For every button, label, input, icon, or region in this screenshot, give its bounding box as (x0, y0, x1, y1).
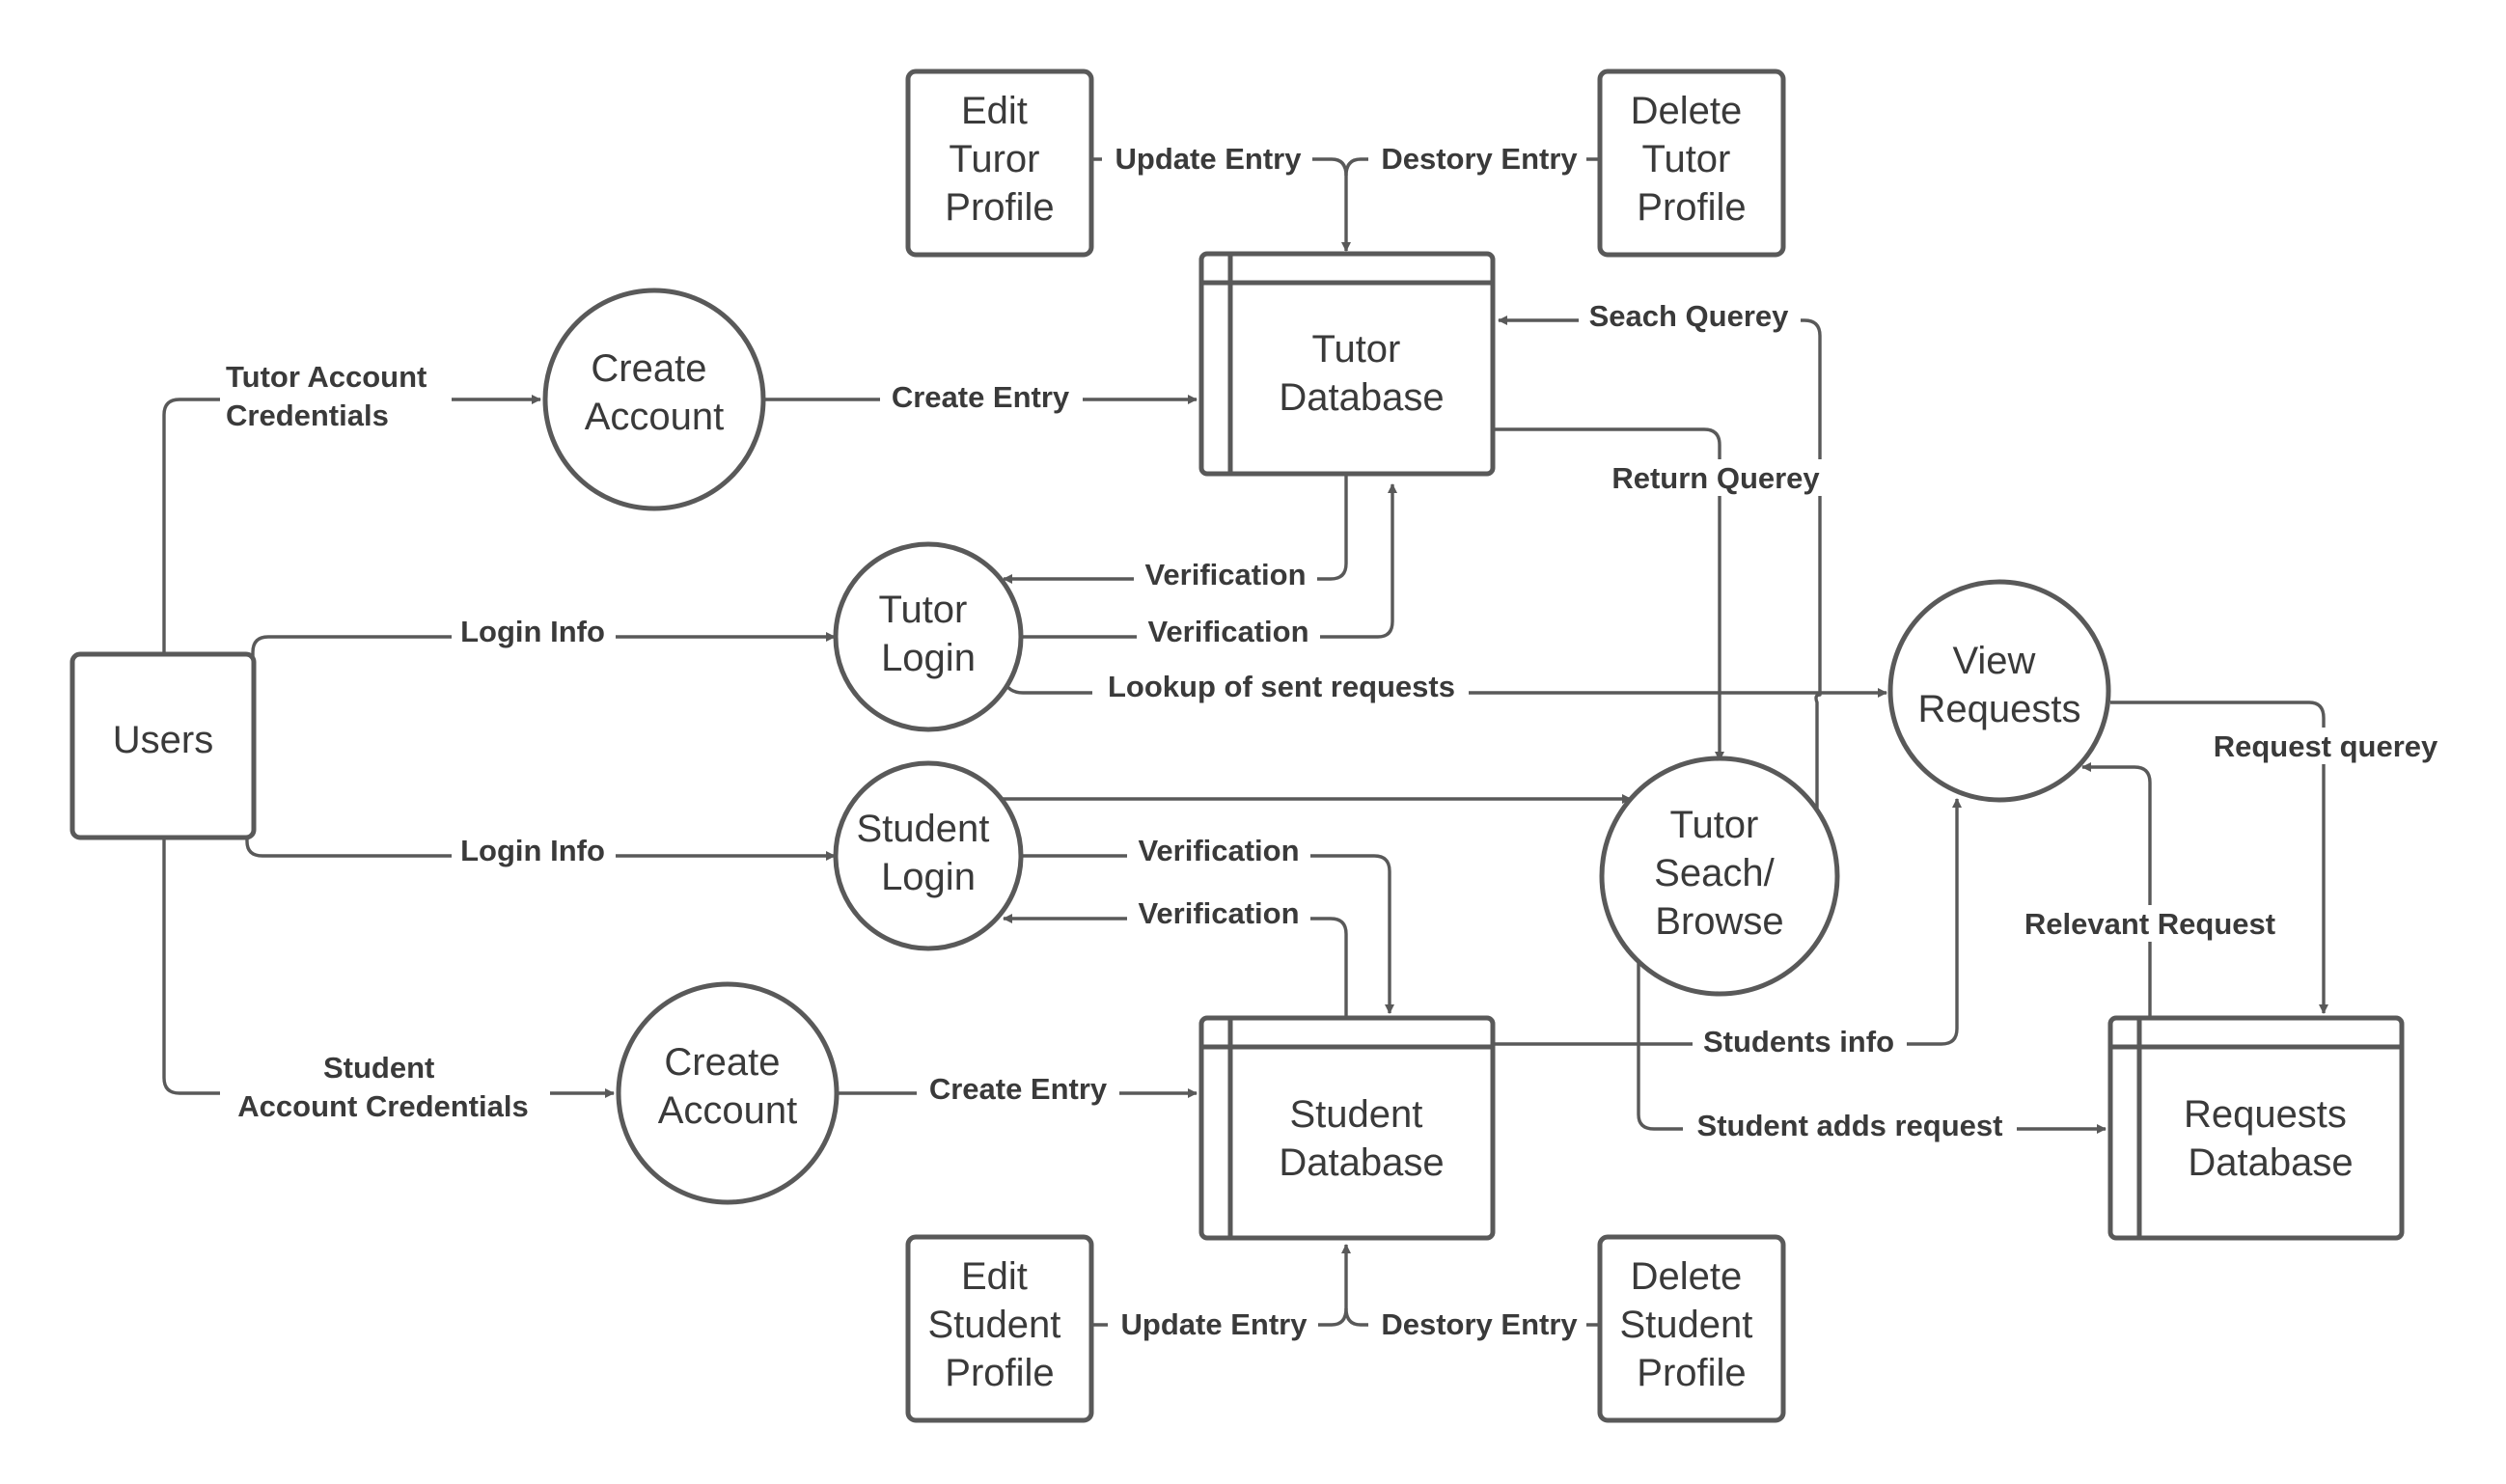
tutor-search-process: Tutor Seach/ Browse (1599, 756, 1840, 997)
create-account-tutor-process: Create Account (542, 288, 766, 511)
label-return-query: Return Querey (1611, 461, 1820, 495)
edge-students-info (1493, 798, 1962, 1046)
delete-student-profile-entity: Delete Student Profile (1597, 1234, 1786, 1423)
edge-request-query (2110, 701, 2328, 1014)
nodes: Users Create Account Create Account Tuto… (69, 69, 2405, 1423)
edge-verification-student-in (1021, 854, 1394, 1014)
edge-labels: Tutor Account Credentials Create Entry U… (220, 141, 2449, 1343)
requests-database-store: Requests Database (2107, 1015, 2405, 1241)
label-login-info-student: Login Info (460, 834, 605, 867)
tutor-login-process: Tutor Login (833, 541, 1024, 732)
label-verification-student-out: Verification (1138, 896, 1299, 930)
edge-login-info-tutor (251, 632, 836, 680)
edge-destroy-entry-student (1344, 1307, 1602, 1327)
label-tutor-credentials: Tutor Account Credentials (226, 360, 435, 432)
users-entity: Users (69, 651, 257, 840)
edge-relevant-request (2081, 762, 2152, 1018)
edge-verification-tutor-out (1003, 476, 1348, 584)
create-account-tutor-label: Create Account (585, 347, 725, 438)
label-destroy-entry-tutor: Destory Entry (1381, 142, 1578, 176)
label-search-query: Seach Querey (1589, 299, 1790, 333)
tutor-search-label: Tutor Seach/ Browse (1654, 804, 1785, 943)
tutor-login-label: Tutor Login (879, 589, 978, 679)
edit-tutor-profile-entity: Edit Turor Profile (905, 69, 1094, 258)
edit-tutor-profile-label: Edit Turor Profile (945, 90, 1054, 229)
users-label: Users (113, 719, 213, 761)
edge-login-info-student (245, 838, 836, 861)
edit-student-profile-entity: Edit Student Profile (905, 1234, 1094, 1423)
label-destroy-entry-student: Destory Entry (1381, 1307, 1578, 1341)
student-login-label: Student Login (856, 808, 1000, 898)
label-update-entry-tutor: Update Entry (1115, 142, 1303, 176)
student-login-process: Student Login (833, 760, 1024, 951)
label-verification-student-in: Verification (1138, 834, 1299, 867)
edge-tutor-credentials (162, 395, 541, 654)
edge-search-query (1498, 316, 1822, 809)
edge-verification-tutor-in (1021, 483, 1397, 639)
edge-verification-student-out (1003, 914, 1348, 1018)
edge-student-adds-request (1637, 963, 2107, 1134)
label-lookup-sent-requests: Lookup of sent requests (1108, 670, 1455, 703)
edge-student-credentials (162, 838, 615, 1098)
delete-tutor-profile-entity: Delete Tutor Profile (1597, 69, 1786, 258)
student-database-label: Student Database (1279, 1093, 1444, 1184)
edge-destroy-entry-tutor (1344, 157, 1602, 177)
tutor-database-label: Tutor Database (1279, 328, 1444, 419)
delete-student-profile-label: Delete Student Profile (1619, 1255, 1763, 1394)
label-login-info-tutor: Login Info (460, 615, 605, 648)
label-create-entry-tutor: Create Entry (892, 380, 1070, 414)
create-account-student-process: Create Account (616, 981, 840, 1205)
edit-student-profile-label: Edit Student Profile (927, 1255, 1071, 1394)
view-requests-label: View Requests (1918, 640, 2081, 730)
label-student-credentials: Student Account Credentials (237, 1051, 528, 1123)
edge-return-query (1493, 427, 1724, 761)
requests-database-label: Requests Database (2184, 1093, 2357, 1184)
tutor-database-store: Tutor Database (1198, 251, 1496, 477)
view-requests-process: View Requests (1887, 579, 2111, 803)
label-student-adds-request: Student adds request (1697, 1109, 2003, 1142)
delete-tutor-profile-label: Delete Tutor Profile (1631, 90, 1753, 229)
label-relevant-request: Relevant Request (2024, 907, 2275, 941)
label-request-query: Request querey (2214, 729, 2438, 763)
label-create-entry-student: Create Entry (929, 1072, 1108, 1106)
label-verification-tutor-out: Verification (1144, 558, 1306, 591)
student-database-store: Student Database (1198, 1015, 1496, 1241)
create-account-student-label: Create Account (658, 1041, 798, 1132)
label-update-entry-student: Update Entry (1121, 1307, 1308, 1341)
label-students-info: Students info (1703, 1025, 1894, 1058)
label-verification-tutor-in: Verification (1147, 615, 1308, 648)
